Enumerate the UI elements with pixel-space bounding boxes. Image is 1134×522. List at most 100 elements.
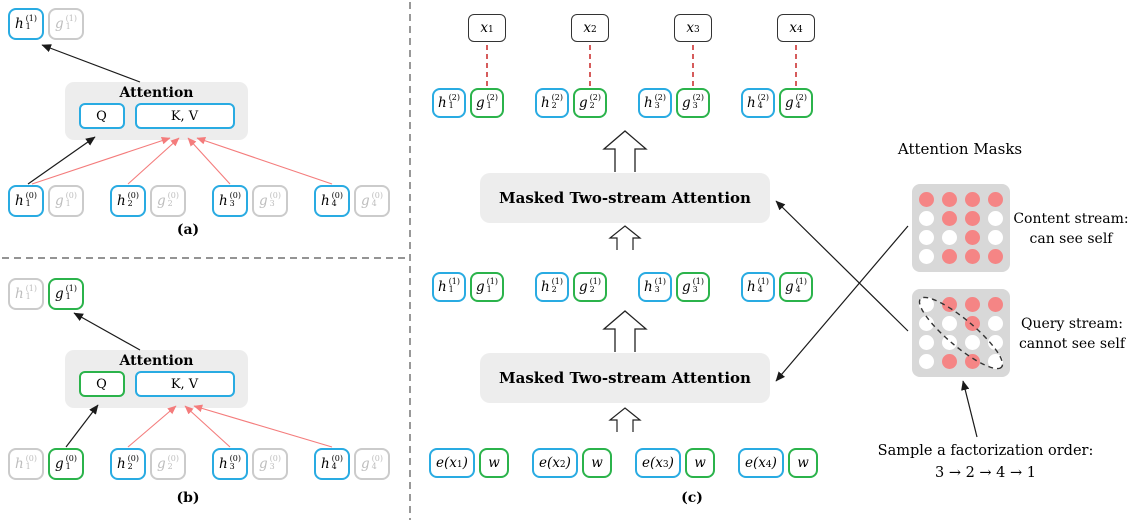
panel-a-kv-arrow-h4 — [196, 137, 333, 185]
panel-a-output-arrow — [41, 44, 141, 83]
node-g1: g(0)1 — [48, 448, 84, 480]
panel-b-output-arrow — [73, 312, 141, 351]
factorization-order-note: Sample a factorization order: 3 → 2 → 4 … — [858, 441, 1113, 485]
content-stream-mask — [912, 184, 1010, 272]
mask-cell-masked — [919, 230, 934, 245]
query-box: Q — [78, 103, 125, 129]
node-g1: g(1)1 — [48, 8, 84, 40]
node-g4: g(2)4 — [779, 88, 813, 118]
masked-two-stream-attention-bottom: Masked Two-stream Attention — [480, 353, 770, 403]
node-g2: g(0)2 — [150, 448, 186, 480]
panel-a-kv-arrow-h2 — [127, 137, 180, 185]
mask-cell-attend — [988, 297, 1003, 312]
mask-cell-attend — [965, 211, 980, 226]
key-value-box: K, V — [134, 103, 235, 129]
node-g2: g(2)2 — [573, 88, 607, 118]
query-mask-arrow — [775, 200, 909, 332]
content-mask-arrow — [775, 225, 909, 382]
small-connector-arrow-bottom — [608, 407, 642, 432]
node-h3: h(1)3 — [638, 272, 672, 302]
node-h1: h(1)1 — [8, 278, 44, 310]
node-h1: h(1)1 — [8, 8, 44, 40]
mask-cell-masked — [919, 249, 934, 264]
content-stream-label: Content stream: can see self — [1010, 210, 1132, 249]
mask-cell-attend — [965, 354, 980, 369]
node-h2: h(0)2 — [110, 185, 146, 217]
mask-cell-masked — [942, 335, 957, 350]
content-stream-label-line2: can see self — [1029, 230, 1113, 247]
mask-cell-masked — [942, 316, 957, 331]
mask-cell-attend — [965, 297, 980, 312]
mask-cell-attend — [965, 192, 980, 207]
mask-cell-attend — [942, 211, 957, 226]
node-h3: h(0)3 — [212, 185, 248, 217]
node-h1: h(0)1 — [8, 448, 44, 480]
mask-cell-masked — [919, 297, 934, 312]
panel-a-kv-arrow-h3 — [187, 137, 231, 185]
node-g1: g(0)1 — [48, 185, 84, 217]
key-value-box: K, V — [134, 371, 235, 397]
attention-masks-title: Attention Masks — [897, 140, 1023, 158]
panel-b-caption: (b) — [176, 490, 200, 506]
panel-b-query-arrow — [65, 404, 99, 448]
node-w: w — [788, 448, 818, 478]
attention-qkv-row: Q K, V — [78, 103, 235, 129]
panel-b-kv-arrow-h2 — [127, 405, 177, 448]
node-g3: g(1)3 — [676, 272, 710, 302]
mask-cell-masked — [988, 354, 1003, 369]
mask-cell-masked — [919, 316, 934, 331]
node-w: w — [582, 448, 612, 478]
node-w: w — [479, 448, 509, 478]
factorization-line1: Sample a factorization order: — [877, 443, 1094, 459]
mask-cell-attend — [942, 192, 957, 207]
mask-cell-masked — [988, 335, 1003, 350]
node-g1: g(2)1 — [470, 88, 504, 118]
node-g4: g(0)4 — [354, 185, 390, 217]
node-g2: g(1)2 — [573, 272, 607, 302]
mask-cell-attend — [942, 354, 957, 369]
node-g3: g(0)3 — [252, 185, 288, 217]
panel-a-kv-arrow-h1 — [31, 136, 171, 185]
query-stream-label-line2: cannot see self — [1018, 335, 1126, 352]
node-h2: h(2)2 — [535, 88, 569, 118]
mask-cell-attend — [965, 316, 980, 331]
mask-cell-masked — [988, 211, 1003, 226]
mask-cell-attend — [988, 192, 1003, 207]
panel-a-query-arrow — [27, 136, 96, 185]
attention-title: Attention — [119, 85, 194, 101]
node-h2: h(0)2 — [110, 448, 146, 480]
panel-b-kv-arrow-h4 — [193, 404, 333, 448]
node-g1: g(1)1 — [470, 272, 504, 302]
node-h4: h(1)4 — [741, 272, 775, 302]
content-stream-label-line1: Content stream: — [1013, 211, 1129, 227]
mask-cell-attend — [965, 230, 980, 245]
node-h1: h(2)1 — [432, 88, 466, 118]
